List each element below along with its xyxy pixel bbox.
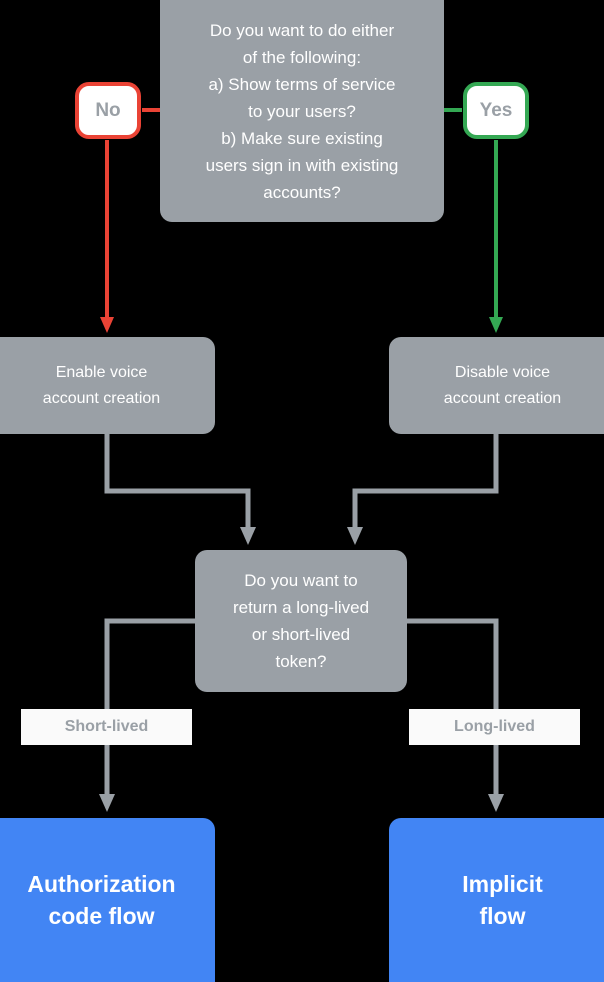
branch-pill-no[interactable]: No bbox=[75, 82, 141, 139]
node-question-token-lifetime: Do you want to return a long-lived or sh… bbox=[195, 550, 407, 692]
node-question-terms: Do you want to do either of the followin… bbox=[160, 0, 444, 222]
node-disable-voice-account-creation: Disable voice account creation bbox=[389, 337, 604, 434]
node-authorization-code-flow: Authorization code flow bbox=[0, 818, 215, 982]
node-implicit-flow: Implicit flow bbox=[389, 818, 604, 982]
wire-enable-to-token bbox=[104, 434, 256, 545]
node-disable-voice-text: Disable voice account creation bbox=[443, 363, 562, 407]
branch-pill-yes-label: Yes bbox=[479, 99, 513, 121]
edge-label-short-lived: Short-lived bbox=[21, 709, 192, 745]
branch-pill-yes[interactable]: Yes bbox=[463, 82, 529, 139]
wire-disable-to-token bbox=[347, 434, 499, 545]
edge-label-long-lived: Long-lived bbox=[409, 709, 580, 745]
node-authorization-code-flow-text: Authorization code flow bbox=[27, 871, 176, 929]
node-question-terms-text: Do you want to do either of the followin… bbox=[205, 20, 399, 202]
wire-token-to-implicit bbox=[407, 618, 504, 812]
branch-pill-no-label: No bbox=[95, 99, 121, 121]
node-implicit-flow-text: Implicit flow bbox=[462, 871, 543, 929]
wire-token-to-authorization bbox=[99, 618, 195, 812]
node-enable-voice-account-creation: Enable voice account creation bbox=[0, 337, 215, 434]
node-question-token-text: Do you want to return a long-lived or sh… bbox=[232, 571, 370, 671]
edge-label-short-lived-text: Short-lived bbox=[64, 718, 149, 735]
node-enable-voice-text: Enable voice account creation bbox=[42, 363, 161, 407]
edge-label-long-lived-text: Long-lived bbox=[454, 718, 535, 735]
